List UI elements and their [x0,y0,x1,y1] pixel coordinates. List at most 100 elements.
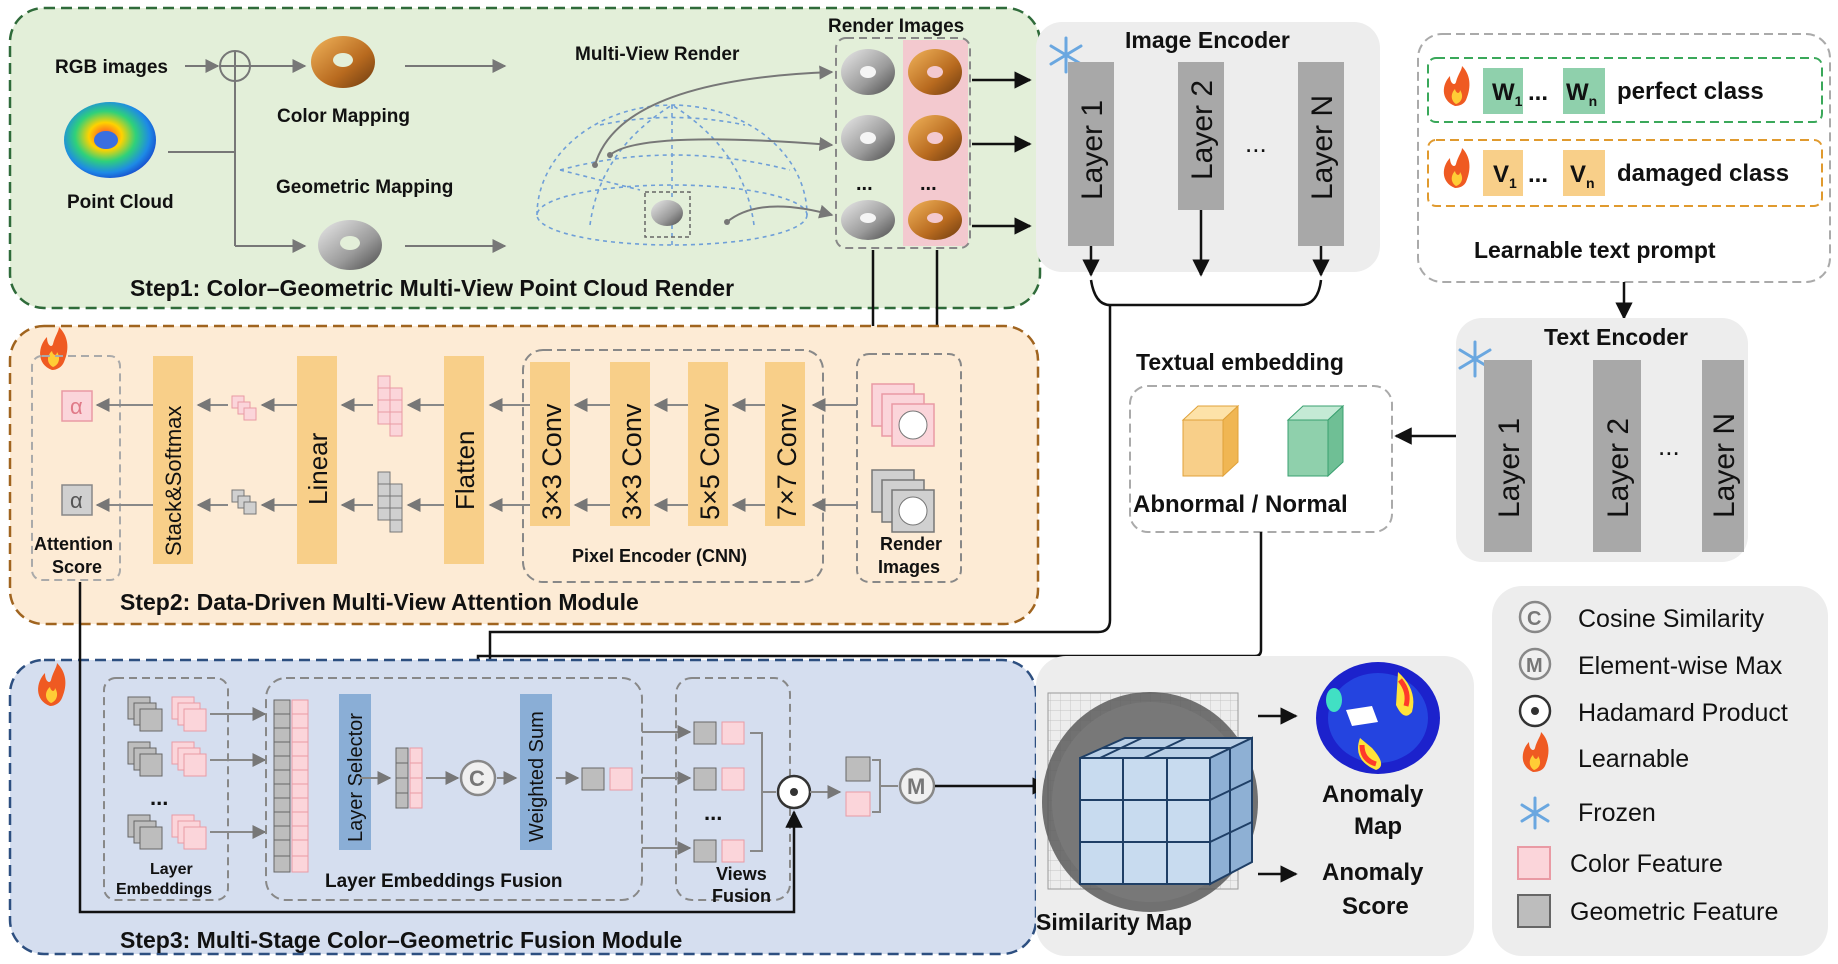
learnable-prompt: W1 ... Wn perfect class V1 ... Vn damage… [1417,33,1831,320]
fire-icon [38,663,66,706]
svg-text:V1: V1 [1493,161,1517,191]
legend-learnable: Learnable [1522,732,1689,773]
v1-token: V [1493,161,1509,188]
svg-text:W1: W1 [1492,79,1523,109]
fused-geometric-feature [581,767,605,791]
learnable-prompt-title: Learnable text prompt [1474,237,1716,263]
render-images-label: Render Images [828,16,964,37]
views-fusion-label-2: Fusion [712,886,771,906]
step3-panel: Step3: Multi-Stage Color–Geometric Fusio… [8,582,1050,956]
conv-label-4: 7×7 Conv [772,403,802,520]
text-encoder-layer-1 [1484,360,1532,552]
legend-hadamard: Hadamard Product [1518,694,1788,728]
color-mapping-label: Color Mapping [277,106,410,127]
step2-render-label-2: Images [878,557,940,577]
output-panel: Similarity Map Anomaly Map Anomaly Score [1036,656,1474,956]
layer-embedding-row-2 [127,741,207,777]
add-node [219,50,251,82]
conv-block-3 [688,362,728,526]
fire-icon [1443,148,1470,188]
weighted-sum-block [520,694,552,850]
image-encoder-layer-2-label: Layer 2 [1186,80,1219,180]
step2-render-images-box [856,353,962,583]
camera-target-box [644,191,691,238]
color-flatten-features [377,375,403,437]
legend-color-feature-label: Color Feature [1570,850,1723,878]
weighted-sum-label: Weighted Sum [526,711,548,842]
similarity-map-label: Similarity Map [1036,909,1192,935]
point-cloud-image [64,102,156,178]
image-encoder-layer-n [1298,62,1344,246]
vn-sub: n [1586,175,1595,191]
image-encoder-title: Image Encoder [1125,27,1290,53]
image-encoder-dots: ... [1245,128,1267,158]
legend-max: M Element-wise Max [1518,647,1783,681]
render-dome [536,104,808,246]
abnormal-normal-label: Abnormal / Normal [1133,491,1348,518]
step1-title: Step1: Color–Geometric Multi-View Point … [130,275,734,301]
color-softmax-features [231,395,257,421]
multi-view-render-label: Multi-View Render [575,44,740,65]
cosine-similarity-node: C [459,759,497,797]
text-encoder-dots: ... [1658,431,1680,461]
svg-text:Wn: Wn [1566,79,1597,109]
layer-fusion-box [265,677,643,901]
rgb-images-label: RGB images [55,57,168,78]
fire-icon [1522,732,1549,772]
dome-center-donut [651,200,683,226]
views-fusion-label-1: Views [716,864,767,884]
legend-color-feature: Color Feature [1517,846,1723,880]
damaged-prompt-row [1427,139,1823,207]
similarity-cube [1079,736,1253,886]
legend: C Cosine Similarity M Element-wise Max H… [1492,586,1828,956]
vn-token: V [1570,161,1586,188]
conv-block-2 [610,362,650,526]
flatten-block [444,356,484,564]
geometric-softmax-features [231,489,257,515]
text-encoder-layer-2 [1593,360,1641,552]
element-wise-max-node: M [898,767,936,805]
anomaly-map-label-1: Anomaly [1322,781,1424,808]
image-encoder-layer-2 [1178,62,1224,210]
textual-embedding: Textual embedding Abnormal / Normal [469,349,1393,737]
stack-softmax-block [153,356,193,564]
render-view-1 [841,49,962,95]
geometric-mapped-donut [318,220,382,270]
textual-embedding-title: Textual embedding [1136,349,1344,375]
color-mapped-donut [311,36,375,88]
text-encoder-layer-1-label: Layer 1 [1493,418,1526,518]
legend-max-label: Element-wise Max [1578,652,1783,680]
layer-fusion-label: Layer Embeddings Fusion [325,871,563,892]
selected-embeddings [395,747,423,809]
geometric-mapping-label: Geometric Mapping [276,177,453,198]
linear-label: Linear [303,432,333,505]
w1-sub: 1 [1515,93,1523,109]
text-encoder-title: Text Encoder [1544,324,1688,350]
color-attention-alpha [61,390,93,422]
step2-render-label-1: Render [880,534,942,554]
stack-softmax-label: Stack&Softmax [161,406,186,556]
attention-label-1: Attention [34,534,113,554]
svg-text:Vn: Vn [1570,161,1595,191]
layer-embeddings-label-2: Embeddings [116,881,212,898]
legend-max-symbol: M [1526,655,1543,677]
attention-score-box [31,355,121,581]
perfect-dots: ... [1528,79,1548,106]
final-geometric-feature [845,756,871,782]
point-cloud-label: Point Cloud [67,192,174,213]
layer-embeddings-box [103,677,229,901]
image-encoder-layer-n-label: Layer N [1306,95,1339,200]
step2-panel: Step2: Data-Driven Multi-View Attention … [8,324,1040,626]
legend-cosine: C Cosine Similarity [1518,600,1765,634]
geometric-attention-alpha [61,484,93,516]
view-feature-n [693,839,745,863]
final-color-feature [845,791,871,817]
pixel-encoder-label: Pixel Encoder (CNN) [572,546,747,566]
damaged-class-label: damaged class [1617,160,1789,187]
abnormal-cube [1181,404,1240,478]
legend-frozen-label: Frozen [1578,799,1656,827]
text-encoder-layer-n [1702,360,1744,552]
views-dots: ... [704,800,722,825]
render-dots-1: ... [856,173,873,195]
